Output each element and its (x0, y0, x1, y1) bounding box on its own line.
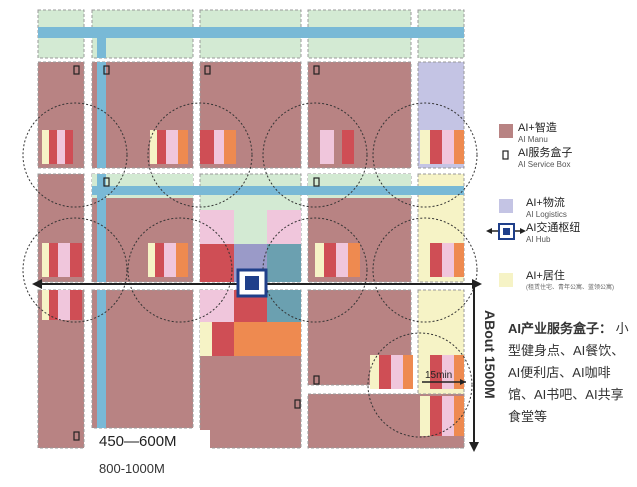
block-range-label: 450—600M (99, 433, 177, 450)
walk-scale-line (422, 379, 466, 385)
total-range-label: 800-1000M (99, 461, 165, 476)
ai-hub-icon (236, 268, 268, 298)
legend-hub: AI交通枢纽 AI Hub (526, 222, 580, 246)
legend-living-cn: AI+居住 (526, 270, 565, 282)
service-box-description: AI产业服务盒子： 小型健身点、AI餐饮、AI便利店、AI咖啡馆、AI书吧、AI… (508, 318, 633, 428)
top-green-row (37, 9, 465, 59)
description-body: 小型健身点、AI餐饮、AI便利店、AI咖啡馆、AI书吧、AI共享食堂等 (508, 321, 629, 424)
axis-distance-label: ABout 1500M (482, 310, 498, 399)
legend-living: AI+居住 (租赁住宅、青年公寓、蓝领公寓) (526, 270, 614, 294)
legend-logistics-cn: AI+物流 (526, 197, 565, 209)
legend-manu-en: AI Manu (518, 135, 548, 144)
legend-box-en: AI Service Box (518, 160, 571, 169)
legend-manu-cn: AI+智造 (518, 122, 557, 134)
legend-hub-cn: AI交通枢纽 (526, 222, 581, 234)
legend-logistics-en: AI Logistics (526, 210, 567, 219)
service-box-stripes (42, 130, 464, 436)
service-box-markers (73, 65, 320, 441)
legend-hub-en: AI Hub (526, 235, 551, 244)
description-title: AI产业服务盒子： (508, 321, 613, 336)
legend-box-cn: AI服务盒子 (518, 147, 573, 159)
scale-bracket (92, 430, 210, 456)
middle-blocks (37, 173, 465, 283)
walk-time-label: 15min (425, 370, 453, 381)
legend-living-note: (租赁住宅、青年公寓、蓝领公寓) (526, 285, 614, 291)
vertical-axis-arrow (469, 286, 479, 452)
legend-box: AI服务盒子 AI Service Box (518, 147, 572, 171)
legend-manu: AI+智造 AI Manu (518, 122, 557, 146)
upper-blocks (37, 61, 465, 169)
legend-swatches (486, 124, 526, 287)
walking-circles (22, 102, 478, 438)
legend-logistics: AI+物流 AI Logistics (526, 197, 567, 221)
